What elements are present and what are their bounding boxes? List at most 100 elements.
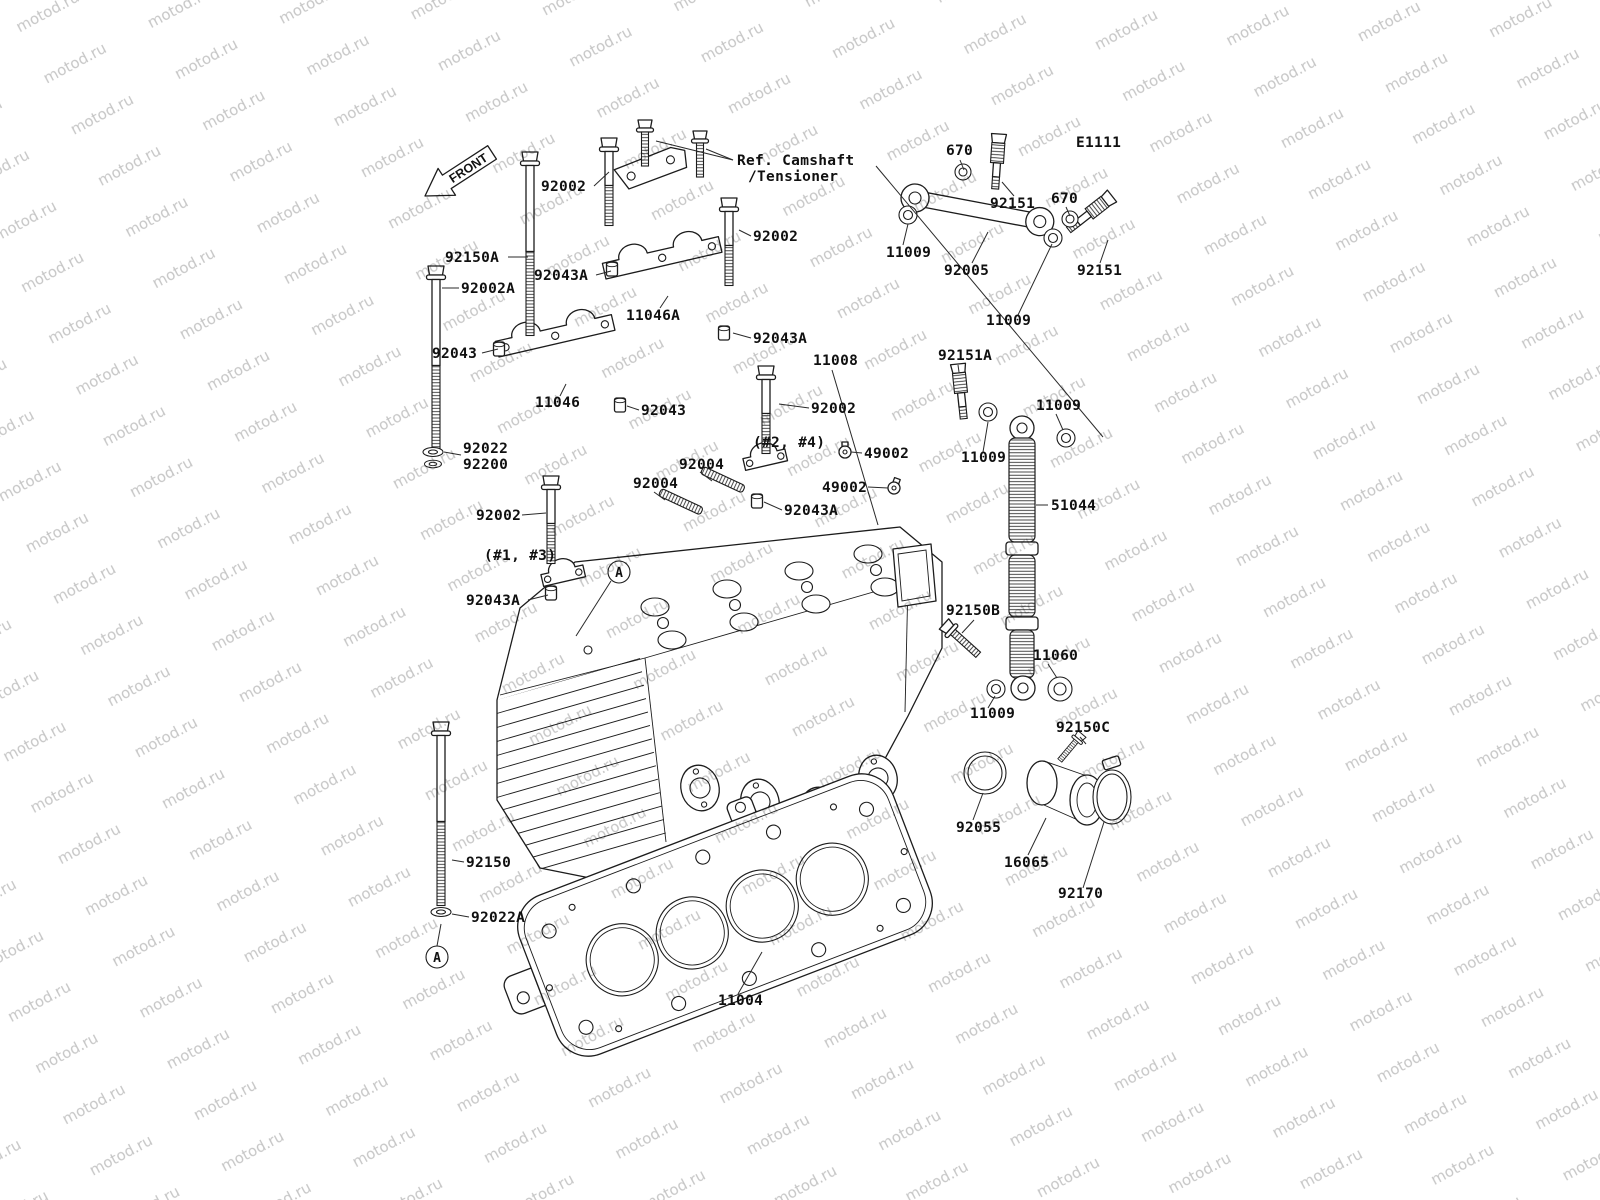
part-label: 11008 — [813, 353, 858, 369]
bolt-92002 — [598, 137, 620, 227]
carb-holder-16065 — [1026, 760, 1105, 826]
leader-line — [1017, 243, 1053, 316]
callout-A-top: A — [607, 560, 631, 584]
leader-line — [867, 486, 889, 489]
part-label: 16065 — [1004, 855, 1049, 871]
oring-92055 — [963, 751, 1007, 795]
part-label: 92043A — [753, 331, 807, 347]
part-label: 11009 — [970, 706, 1015, 722]
bolt-small — [690, 130, 710, 178]
oring-11009 — [898, 205, 918, 225]
leader-line — [850, 451, 863, 454]
leader-line — [626, 405, 640, 411]
part-label: 92151 — [1077, 263, 1122, 279]
part-label: 92002A — [461, 281, 515, 297]
stud-92004 — [657, 487, 704, 516]
part-label: 11004 — [718, 993, 763, 1009]
part-label: 11009 — [961, 450, 1006, 466]
dowel-92043A — [605, 261, 619, 277]
leader-line — [1099, 239, 1109, 264]
leader-line — [659, 295, 669, 309]
washer-92022 — [422, 446, 444, 458]
upper-bracket — [613, 146, 688, 190]
part-label: 92004 — [633, 476, 678, 492]
part-label: 92002 — [476, 508, 521, 524]
leader-line — [443, 451, 462, 456]
dowel-92043 — [613, 397, 627, 413]
part-label: 670 — [1051, 191, 1078, 207]
leader-line — [972, 792, 984, 821]
part-label: 92043A — [784, 503, 838, 519]
part-label: 92005 — [944, 263, 989, 279]
part-label: 11009 — [1036, 398, 1081, 414]
part-label: 11046 — [535, 395, 580, 411]
oil-nozzle-49002 — [885, 475, 904, 497]
washer-92200 — [424, 459, 442, 469]
part-label: 92004 — [679, 457, 724, 473]
part-label: Ref. Camshaft — [737, 153, 854, 169]
leader-line — [451, 859, 465, 863]
banjo-bolt-92151 — [987, 132, 1008, 191]
leader-line — [1055, 413, 1064, 431]
leader-line — [521, 512, 547, 516]
clamp-92170 — [1092, 755, 1132, 825]
leader-line — [1082, 821, 1105, 889]
part-label: 92150 — [466, 855, 511, 871]
part-label: 92002 — [753, 229, 798, 245]
banjo-bolt-92151A — [949, 362, 972, 421]
part-label: 92022A — [471, 910, 525, 926]
washer-92022A — [430, 906, 452, 918]
leader-line — [1047, 663, 1058, 679]
bolt-92002 — [718, 197, 740, 287]
part-label: 92200 — [463, 457, 508, 473]
grommet-11060 — [1047, 676, 1073, 702]
part-label: 11009 — [886, 245, 931, 261]
part-label: 92043A — [534, 268, 588, 284]
oring-11009 — [986, 679, 1006, 699]
dowel-92043A — [750, 493, 764, 509]
part-label: (#1, #3) — [484, 548, 556, 564]
part-label: /Tensioner — [748, 169, 838, 185]
callout-letter: A — [433, 951, 441, 966]
part-label: 92002 — [541, 179, 586, 195]
part-label: 92170 — [1058, 886, 1103, 902]
part-label: 49002 — [822, 480, 867, 496]
part-label: (#2, #4) — [753, 435, 825, 451]
part-label: 670 — [946, 143, 973, 159]
dowel-92043A — [717, 325, 731, 341]
part-label: 11060 — [1033, 648, 1078, 664]
part-label: 92043 — [432, 346, 477, 362]
front-arrow: FRONT — [424, 145, 498, 197]
dowel-92043 — [492, 341, 506, 357]
part-label: 11046A — [626, 308, 680, 324]
part-label: 92151A — [938, 348, 992, 364]
bolt-92150A — [519, 151, 541, 337]
part-label: E1111 — [1076, 135, 1121, 151]
callout-A-bottom: A — [425, 945, 449, 969]
part-label: 49002 — [864, 446, 909, 462]
leader-line — [1027, 817, 1047, 856]
part-label: 92151 — [990, 196, 1035, 212]
part-label: 92022 — [463, 441, 508, 457]
part-label: 92043A — [466, 593, 520, 609]
oring-11009 — [1043, 228, 1063, 248]
leader-line — [971, 231, 989, 264]
part-label: 92002 — [811, 401, 856, 417]
oring-11009 — [978, 402, 998, 422]
part-label: 92150A — [445, 250, 499, 266]
dowel-92043A — [544, 585, 558, 601]
leader-line — [1001, 181, 1015, 197]
cam-cap-bridge-11046 — [492, 302, 616, 358]
bolt-92150B — [937, 617, 985, 662]
leader-line — [732, 332, 752, 339]
oring-11009 — [1056, 428, 1076, 448]
leader-line — [738, 229, 752, 237]
leader-line — [961, 619, 975, 634]
leader-line — [982, 421, 989, 453]
part-label: 92150C — [1056, 720, 1110, 736]
part-label: 51044 — [1051, 498, 1096, 514]
part-label: 92055 — [956, 820, 1001, 836]
part-label: 92150B — [946, 603, 1000, 619]
